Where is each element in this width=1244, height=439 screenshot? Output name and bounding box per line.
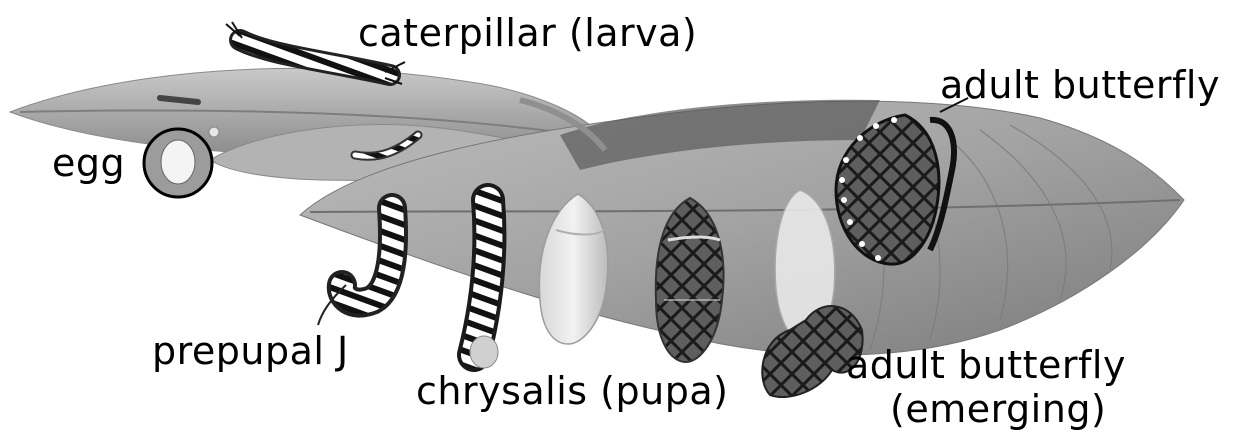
label-prepupal-j: prepupal J — [152, 330, 349, 372]
label-emerging: (emerging) — [890, 388, 1106, 430]
label-adult-butterfly-emerging: adult butterfly — [846, 344, 1126, 386]
label-chrysalis-pupa: chrysalis (pupa) — [416, 370, 728, 412]
label-adult-butterfly: adult butterfly — [940, 64, 1220, 106]
small-caterpillar — [160, 98, 198, 102]
label-egg: egg — [52, 142, 125, 184]
label-caterpillar-larva: caterpillar (larva) — [358, 12, 697, 54]
pupa-forming-figure — [470, 200, 498, 368]
